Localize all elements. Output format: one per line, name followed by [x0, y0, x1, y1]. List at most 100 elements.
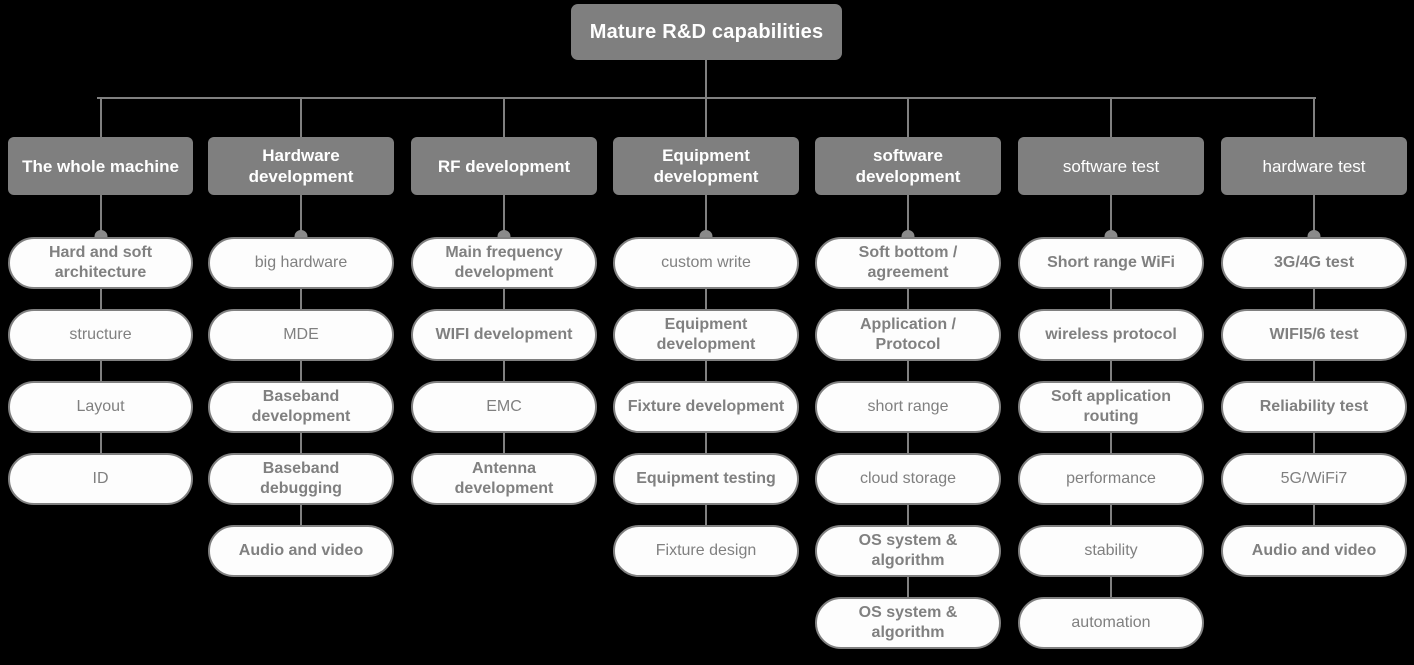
- list-item[interactable]: Fixture design: [613, 525, 799, 577]
- list-item[interactable]: Soft bottom / agreement: [815, 237, 1001, 289]
- root-node[interactable]: Mature R&D capabilities: [571, 4, 842, 60]
- list-item[interactable]: Short range WiFi: [1018, 237, 1204, 289]
- column-stem-7: [1307, 195, 1321, 243]
- connector-drop-3: [503, 97, 505, 137]
- list-item[interactable]: Equipment testing: [613, 453, 799, 505]
- pill-connector: [613, 361, 799, 381]
- root-connector-stem: [705, 60, 707, 98]
- list-item[interactable]: performance: [1018, 453, 1204, 505]
- column-stem-3: [497, 195, 511, 243]
- pill-connector: [1018, 577, 1204, 597]
- list-item[interactable]: MDE: [208, 309, 394, 361]
- list-item[interactable]: Baseband debugging: [208, 453, 394, 505]
- column-stem-6: [1104, 195, 1118, 243]
- pill-connector: [613, 289, 799, 309]
- column-header-4[interactable]: Equipment development: [613, 137, 799, 195]
- pill-connector: [1018, 505, 1204, 525]
- list-item[interactable]: structure: [8, 309, 193, 361]
- connector-drop-6: [1110, 97, 1112, 137]
- connector-drop-5: [907, 97, 909, 137]
- pill-connector: [1221, 505, 1407, 525]
- list-item[interactable]: Soft application routing: [1018, 381, 1204, 433]
- column-header-6[interactable]: software test: [1018, 137, 1204, 195]
- connector-drop-2: [300, 97, 302, 137]
- list-item[interactable]: Audio and video: [1221, 525, 1407, 577]
- list-item[interactable]: Reliability test: [1221, 381, 1407, 433]
- list-item[interactable]: Fixture development: [613, 381, 799, 433]
- column-header-2[interactable]: Hardware development: [208, 137, 394, 195]
- list-item[interactable]: Audio and video: [208, 525, 394, 577]
- pill-connector: [8, 433, 193, 453]
- connector-drop-1: [99, 97, 102, 137]
- pill-connector: [1221, 433, 1407, 453]
- list-item[interactable]: WIFI development: [411, 309, 597, 361]
- list-item[interactable]: stability: [1018, 525, 1204, 577]
- pill-connector: [1018, 361, 1204, 381]
- column-stem-1: [94, 195, 107, 243]
- list-item[interactable]: WIFI5/6 test: [1221, 309, 1407, 361]
- pill-connector: [1221, 361, 1407, 381]
- list-item[interactable]: Baseband development: [208, 381, 394, 433]
- list-item[interactable]: automation: [1018, 597, 1204, 649]
- column-header-5[interactable]: software development: [815, 137, 1001, 195]
- list-item[interactable]: Application / Protocol: [815, 309, 1001, 361]
- list-item[interactable]: wireless protocol: [1018, 309, 1204, 361]
- list-item[interactable]: OS system & algorithm: [815, 597, 1001, 649]
- column-header-7[interactable]: hardware test: [1221, 137, 1407, 195]
- list-item[interactable]: ID: [8, 453, 193, 505]
- column-header-1[interactable]: The whole machine: [8, 137, 193, 195]
- column-stem-2: [294, 195, 308, 243]
- pill-connector: [815, 433, 1001, 453]
- pill-connector: [208, 361, 394, 381]
- pill-connector: [208, 505, 394, 525]
- column-header-3[interactable]: RF development: [411, 137, 597, 195]
- pill-connector: [1221, 289, 1407, 309]
- column-stem-5: [901, 195, 915, 243]
- pill-connector: [815, 361, 1001, 381]
- pill-connector: [1018, 289, 1204, 309]
- connector-drop-7: [1313, 97, 1315, 137]
- list-item[interactable]: short range: [815, 381, 1001, 433]
- pill-connector: [613, 505, 799, 525]
- list-item[interactable]: Antenna development: [411, 453, 597, 505]
- column-stem-4: [699, 195, 713, 243]
- list-item[interactable]: custom write: [613, 237, 799, 289]
- list-item[interactable]: Hard and soft architecture: [8, 237, 193, 289]
- pill-connector: [815, 289, 1001, 309]
- pill-connector: [815, 505, 1001, 525]
- pill-connector: [411, 433, 597, 453]
- list-item[interactable]: 5G/WiFi7: [1221, 453, 1407, 505]
- pill-connector: [208, 433, 394, 453]
- list-item[interactable]: Equipment development: [613, 309, 799, 361]
- pill-connector: [208, 289, 394, 309]
- pill-connector: [8, 289, 193, 309]
- list-item[interactable]: cloud storage: [815, 453, 1001, 505]
- list-item[interactable]: EMC: [411, 381, 597, 433]
- pill-connector: [8, 361, 193, 381]
- pill-connector: [411, 289, 597, 309]
- pill-connector: [613, 433, 799, 453]
- pill-connector: [815, 577, 1001, 597]
- list-item[interactable]: 3G/4G test: [1221, 237, 1407, 289]
- list-item[interactable]: Main frequency development: [411, 237, 597, 289]
- list-item[interactable]: big hardware: [208, 237, 394, 289]
- list-item[interactable]: Layout: [8, 381, 193, 433]
- pill-connector: [1018, 433, 1204, 453]
- list-item[interactable]: OS system & algorithm: [815, 525, 1001, 577]
- pill-connector: [411, 361, 597, 381]
